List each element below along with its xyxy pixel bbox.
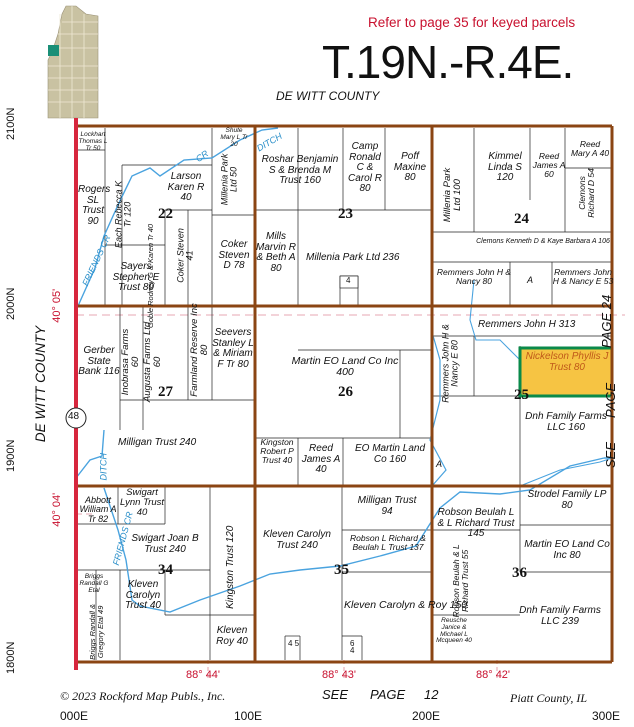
parcel-A-25: A [436, 459, 443, 469]
parcel-swigartJoan: Swigart Joan B Trust 240 [131, 533, 199, 555]
parcel-reed40: Reed James A 40 [301, 443, 341, 475]
keyed-parcels-note: Refer to page 35 for keyed parcels [368, 15, 576, 30]
parcel-abbott: Abbott William A Tr 82 [79, 495, 117, 524]
page-label-right: PAGE [603, 382, 618, 418]
parcel-box-45: 4 5 [288, 639, 300, 648]
parcel-millenia100: Millenia Park Ltd 100 [442, 167, 463, 223]
copyright-text: © 2023 Rockford Map Publs., Inc. [60, 689, 226, 703]
easting-000: 000E [60, 709, 89, 723]
parcel-dnh239: Dnh Family Farms LLC 239 [519, 605, 601, 627]
parcel-reusche: Reusche Janice & Michael L Mcqueen 40 [436, 617, 472, 645]
parcel-augusta: Augusta Farms Ltd 60 [142, 321, 163, 403]
parcel-robson145: Robson Beulah L & L Richard Trust 145 [437, 507, 515, 539]
parcel-millenia50: Millenia Park Ltd 50 [219, 153, 239, 206]
parcel-nickelson[interactable]: Nickelson Phyllis J Trust 80 [525, 351, 609, 373]
parcel-inobrasa: Inobrasa Farms 60 [120, 328, 141, 396]
friends-creek [75, 127, 612, 613]
see-label-right: SEE [603, 441, 618, 468]
parcel-kleven240: Kleven Carolyn Trust 240 [263, 529, 331, 551]
parcel-kingston120: Kingston Trust 120 [224, 525, 236, 609]
parcel-kingston40: Kingston Robert P Trust 40 [260, 437, 294, 465]
easting-200: 200E [412, 709, 441, 723]
parcel-milligan240: Milligan Trust 240 [118, 437, 197, 448]
parcel-seevers: Seevers Stanley L & Miriam F Tr 80 [212, 327, 254, 370]
section-24: 24 [514, 211, 529, 227]
parcel-remmers2: Remmers John H & Nancy E 53 [552, 267, 614, 286]
county-footer: Piatt County, IL [510, 691, 588, 705]
parcel-eomartin160: EO Martin Land Co 160 [354, 443, 426, 465]
parcel-mills: Mills Marvin R & Beth A 80 [256, 231, 297, 274]
parcel-larson: Larson Karen R 40 [167, 171, 205, 203]
parcel-camp: Camp Ronald C & Carol R 80 [348, 141, 382, 194]
parcel-robson55: Robson Beulah & L Richard Trust 55 [451, 544, 470, 618]
parcel-strodel: Strodel Family LP 80 [527, 489, 607, 511]
parcel-swigartLynn: Swigart Lynn Trust 40 [120, 487, 165, 518]
parcel-briggsGregory: Briggs Randall & Gregory Etal 49 [88, 603, 105, 660]
parcel-remmers1: Remmers John H & Nancy 80 [436, 267, 512, 286]
parcel-coker41: Coker Steven 41 [175, 228, 195, 283]
parcel-A-24: A [527, 275, 534, 285]
parcel-milligan94: Milligan Trust 94 [357, 495, 417, 517]
parcel-martinEO400: Martin EO Land Co Inc 400 [291, 355, 399, 379]
parcel-kimmel: Kimmel Linda S 120 [488, 151, 522, 183]
parcel-remmers313: Remmers John H 313 [478, 319, 576, 330]
see-page-12-page: PAGE [370, 687, 406, 702]
lon-label-8843: 88° 43' [322, 669, 357, 681]
parcel-coker78: Coker Steven D 78 [218, 239, 250, 271]
county-top-label: DE WITT COUNTY [276, 89, 380, 103]
parcel-klevenRoy150: Kleven Carolyn & Roy 150 [344, 599, 468, 611]
section-25: 25 [514, 387, 529, 403]
ditch-north [429, 331, 447, 487]
parcel-roshar: Roshar Benjamin S & Brenda M Trust 160 [261, 154, 339, 186]
parcel-clemons: Clemons Richard D 54 [577, 168, 596, 218]
lon-label-8842: 88° 42' [476, 669, 511, 681]
parcel-robson137: Robson L Richard & Beulah L Trust 137 [350, 533, 426, 552]
section-22: 22 [158, 206, 173, 222]
section-36: 36 [512, 565, 527, 581]
parcel-rogers: Rogers SL Trust 90 [78, 184, 111, 227]
section-26: 26 [338, 384, 353, 400]
parcel-sayers: Sayers Stephen E Trust 80 [112, 261, 160, 293]
parcel-clemonsK: Clemons Kenneth D & Kaye Barbara A 106 [476, 238, 610, 245]
parcel-reedM: Reed Mary A 40 [570, 139, 610, 158]
parcel-reedJ: Reed James A 60 [532, 151, 566, 179]
section-35: 35 [334, 562, 349, 578]
easting-300: 300E [592, 709, 621, 723]
parcel-each: Each Rebecca K Tr 120 [113, 180, 133, 248]
parcel-martinEO80: Martin EO Land Co Inc 80 [524, 539, 610, 561]
parcel-box-4 [339, 275, 359, 289]
section-roads [74, 124, 614, 664]
easting-100: 100E [234, 709, 263, 723]
section-34: 34 [158, 562, 173, 578]
parcel-box-4-label: 4 [346, 276, 351, 285]
parcel-remmersNancyE: Remmers John H & Nancy E 80 [440, 324, 460, 403]
locator-inset-map [47, 5, 99, 119]
see-page-24-label: PAGE 24 [599, 294, 614, 348]
township-title: T.19N.-R.4E. [322, 36, 574, 88]
parcel-gerber: Gerber State Bank 116 [78, 345, 120, 377]
route-shield [65, 407, 87, 429]
highlight-parcel [518, 346, 614, 398]
section-27: 27 [158, 384, 173, 400]
route-48-label: 48 [68, 411, 80, 422]
parcel-briggsRandall: Briggs Randall G Etal [79, 573, 109, 594]
parcel-dnh160: Dnh Family Farms LLC 160 [525, 411, 607, 433]
section-23: 23 [338, 206, 353, 222]
see-page-12-see: SEE [322, 687, 349, 702]
see-page-12-num: 12 [424, 687, 439, 702]
lon-label-8844: 88° 44' [186, 669, 221, 681]
stream-se [519, 457, 613, 487]
parcel-klevenTrust40: Kleven Carolyn Trust 40 [125, 579, 161, 611]
parcel-farmland: Farmland Reserve Inc 80 [189, 303, 210, 397]
parcel-millenia236: Millenia Park Ltd 236 [306, 252, 400, 263]
parcel-kleven40: Kleven Roy 40 [216, 625, 248, 647]
parcel-shute: Shute Mary L Tr 20 [220, 127, 248, 148]
stream-label-ditch-2: DITCH [98, 452, 109, 481]
parcel-poff: Poff Maxine 80 [393, 151, 427, 183]
parcel-lockhart: Lockhart Thomas L Tr 50 [78, 131, 108, 152]
